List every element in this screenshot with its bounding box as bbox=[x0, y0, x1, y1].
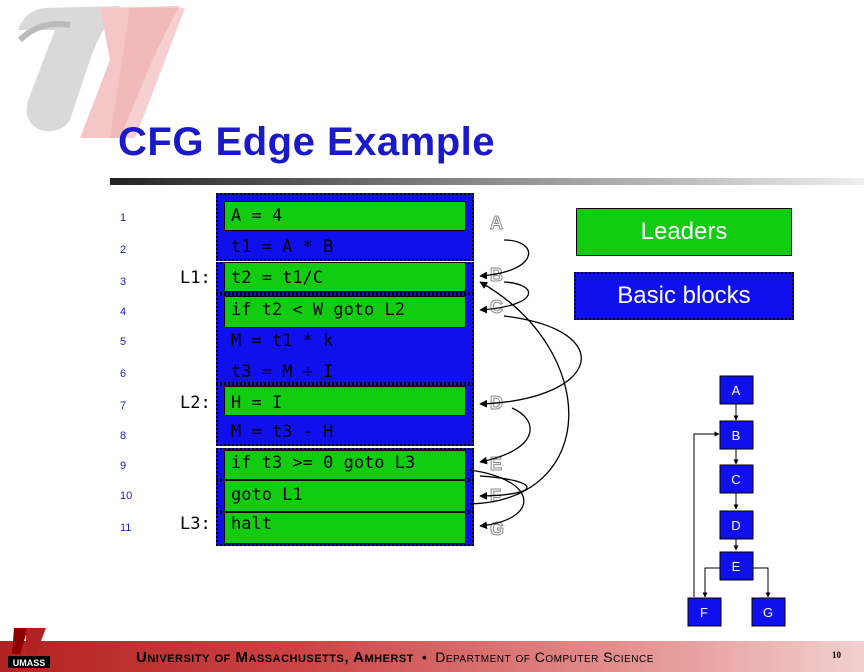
legend-leaders: Leaders bbox=[576, 208, 792, 256]
cfg-node-f bbox=[687, 597, 722, 627]
cfg-node-a bbox=[719, 375, 754, 405]
footer-separator: • bbox=[422, 650, 428, 665]
line-number: 3 bbox=[120, 276, 127, 288]
edge-e-g bbox=[469, 469, 525, 530]
cfg-node-b bbox=[719, 420, 754, 450]
code-line: halt bbox=[231, 514, 272, 534]
line-number: 2 bbox=[120, 244, 127, 256]
svg-text:UMASS: UMASS bbox=[13, 658, 46, 668]
line-number: 9 bbox=[120, 460, 127, 472]
code-line: M = t1 * k bbox=[231, 331, 334, 351]
cfg-node-label-e: E bbox=[732, 559, 741, 574]
umass-watermark-logo bbox=[0, 0, 190, 140]
cfg-node-label-b: B bbox=[732, 428, 741, 443]
cfg-node-c bbox=[719, 464, 754, 494]
edge-a-b bbox=[479, 239, 530, 280]
line-number: 6 bbox=[120, 368, 127, 380]
edge-c-d bbox=[479, 315, 582, 408]
legend-basic-blocks: Basic blocks bbox=[574, 272, 794, 320]
edge-d-e bbox=[479, 407, 531, 465]
footer-university: University of Massachusetts, Amherst bbox=[136, 649, 414, 666]
cfg-node-label-g: G bbox=[763, 605, 773, 620]
page-number: 10 bbox=[832, 650, 841, 660]
block-label-b: B bbox=[490, 265, 504, 286]
line-number: 5 bbox=[120, 336, 127, 348]
code-line: if t3 >= 0 goto L3 bbox=[231, 453, 416, 473]
code-line: t3 = M + I bbox=[231, 362, 334, 382]
cfg-node-label-d: D bbox=[731, 518, 740, 533]
line-number: 4 bbox=[120, 306, 127, 318]
cfg-diagram: A B C D E F G bbox=[687, 375, 786, 627]
code-edge-arrows bbox=[469, 239, 582, 530]
line-number: 7 bbox=[120, 400, 127, 412]
label-l3: L3: bbox=[180, 514, 211, 534]
line-number: 10 bbox=[120, 490, 133, 502]
code-line: H = I bbox=[231, 393, 283, 413]
code-line: M = t3 - H bbox=[231, 422, 334, 442]
cfg-node-g bbox=[751, 597, 786, 627]
leader-line-4 bbox=[224, 296, 466, 328]
block-label-a: A bbox=[490, 213, 504, 234]
edge-e-f bbox=[479, 475, 528, 500]
leader-line-9 bbox=[224, 450, 466, 480]
edge-b-c bbox=[479, 281, 530, 314]
cfg-edge-e-f bbox=[702, 567, 722, 598]
code-line: t1 = A * B bbox=[231, 237, 334, 257]
label-l2: L2: bbox=[180, 393, 211, 413]
block-label-c: C bbox=[490, 297, 504, 318]
cfg-node-label-c: C bbox=[731, 472, 740, 487]
cfg-node-label-f: F bbox=[700, 605, 708, 620]
title-underline bbox=[110, 178, 864, 185]
cfg-node-e bbox=[719, 551, 754, 581]
line-number: 11 bbox=[120, 522, 132, 534]
leader-line-7 bbox=[224, 386, 466, 416]
leader-line-11 bbox=[224, 512, 466, 544]
code-line: A = 4 bbox=[231, 206, 283, 226]
label-l1: L1: bbox=[180, 268, 211, 288]
leader-line-3 bbox=[224, 262, 466, 292]
line-number: 1 bbox=[120, 212, 127, 224]
cfg-edge-f-b bbox=[693, 431, 720, 597]
leader-line-10 bbox=[224, 480, 466, 512]
edge-f-b bbox=[469, 281, 570, 505]
code-line: t2 = t1/C bbox=[231, 268, 324, 288]
umass-logo: UMASS bbox=[8, 628, 50, 668]
leader-line-1 bbox=[224, 201, 466, 231]
page-title: CFG Edge Example bbox=[118, 120, 495, 164]
footer-text: University of Massachusetts, Amherst • D… bbox=[136, 649, 654, 666]
footer-department: Department of Computer Science bbox=[435, 649, 654, 665]
cfg-node-label-a: A bbox=[732, 383, 741, 398]
code-line: if t2 < W goto L2 bbox=[231, 300, 405, 320]
footer-bar bbox=[0, 641, 864, 672]
code-line: goto L1 bbox=[231, 485, 303, 505]
cfg-edge-e-g bbox=[750, 567, 771, 598]
cfg-node-d bbox=[719, 510, 754, 540]
line-number: 8 bbox=[120, 430, 127, 442]
